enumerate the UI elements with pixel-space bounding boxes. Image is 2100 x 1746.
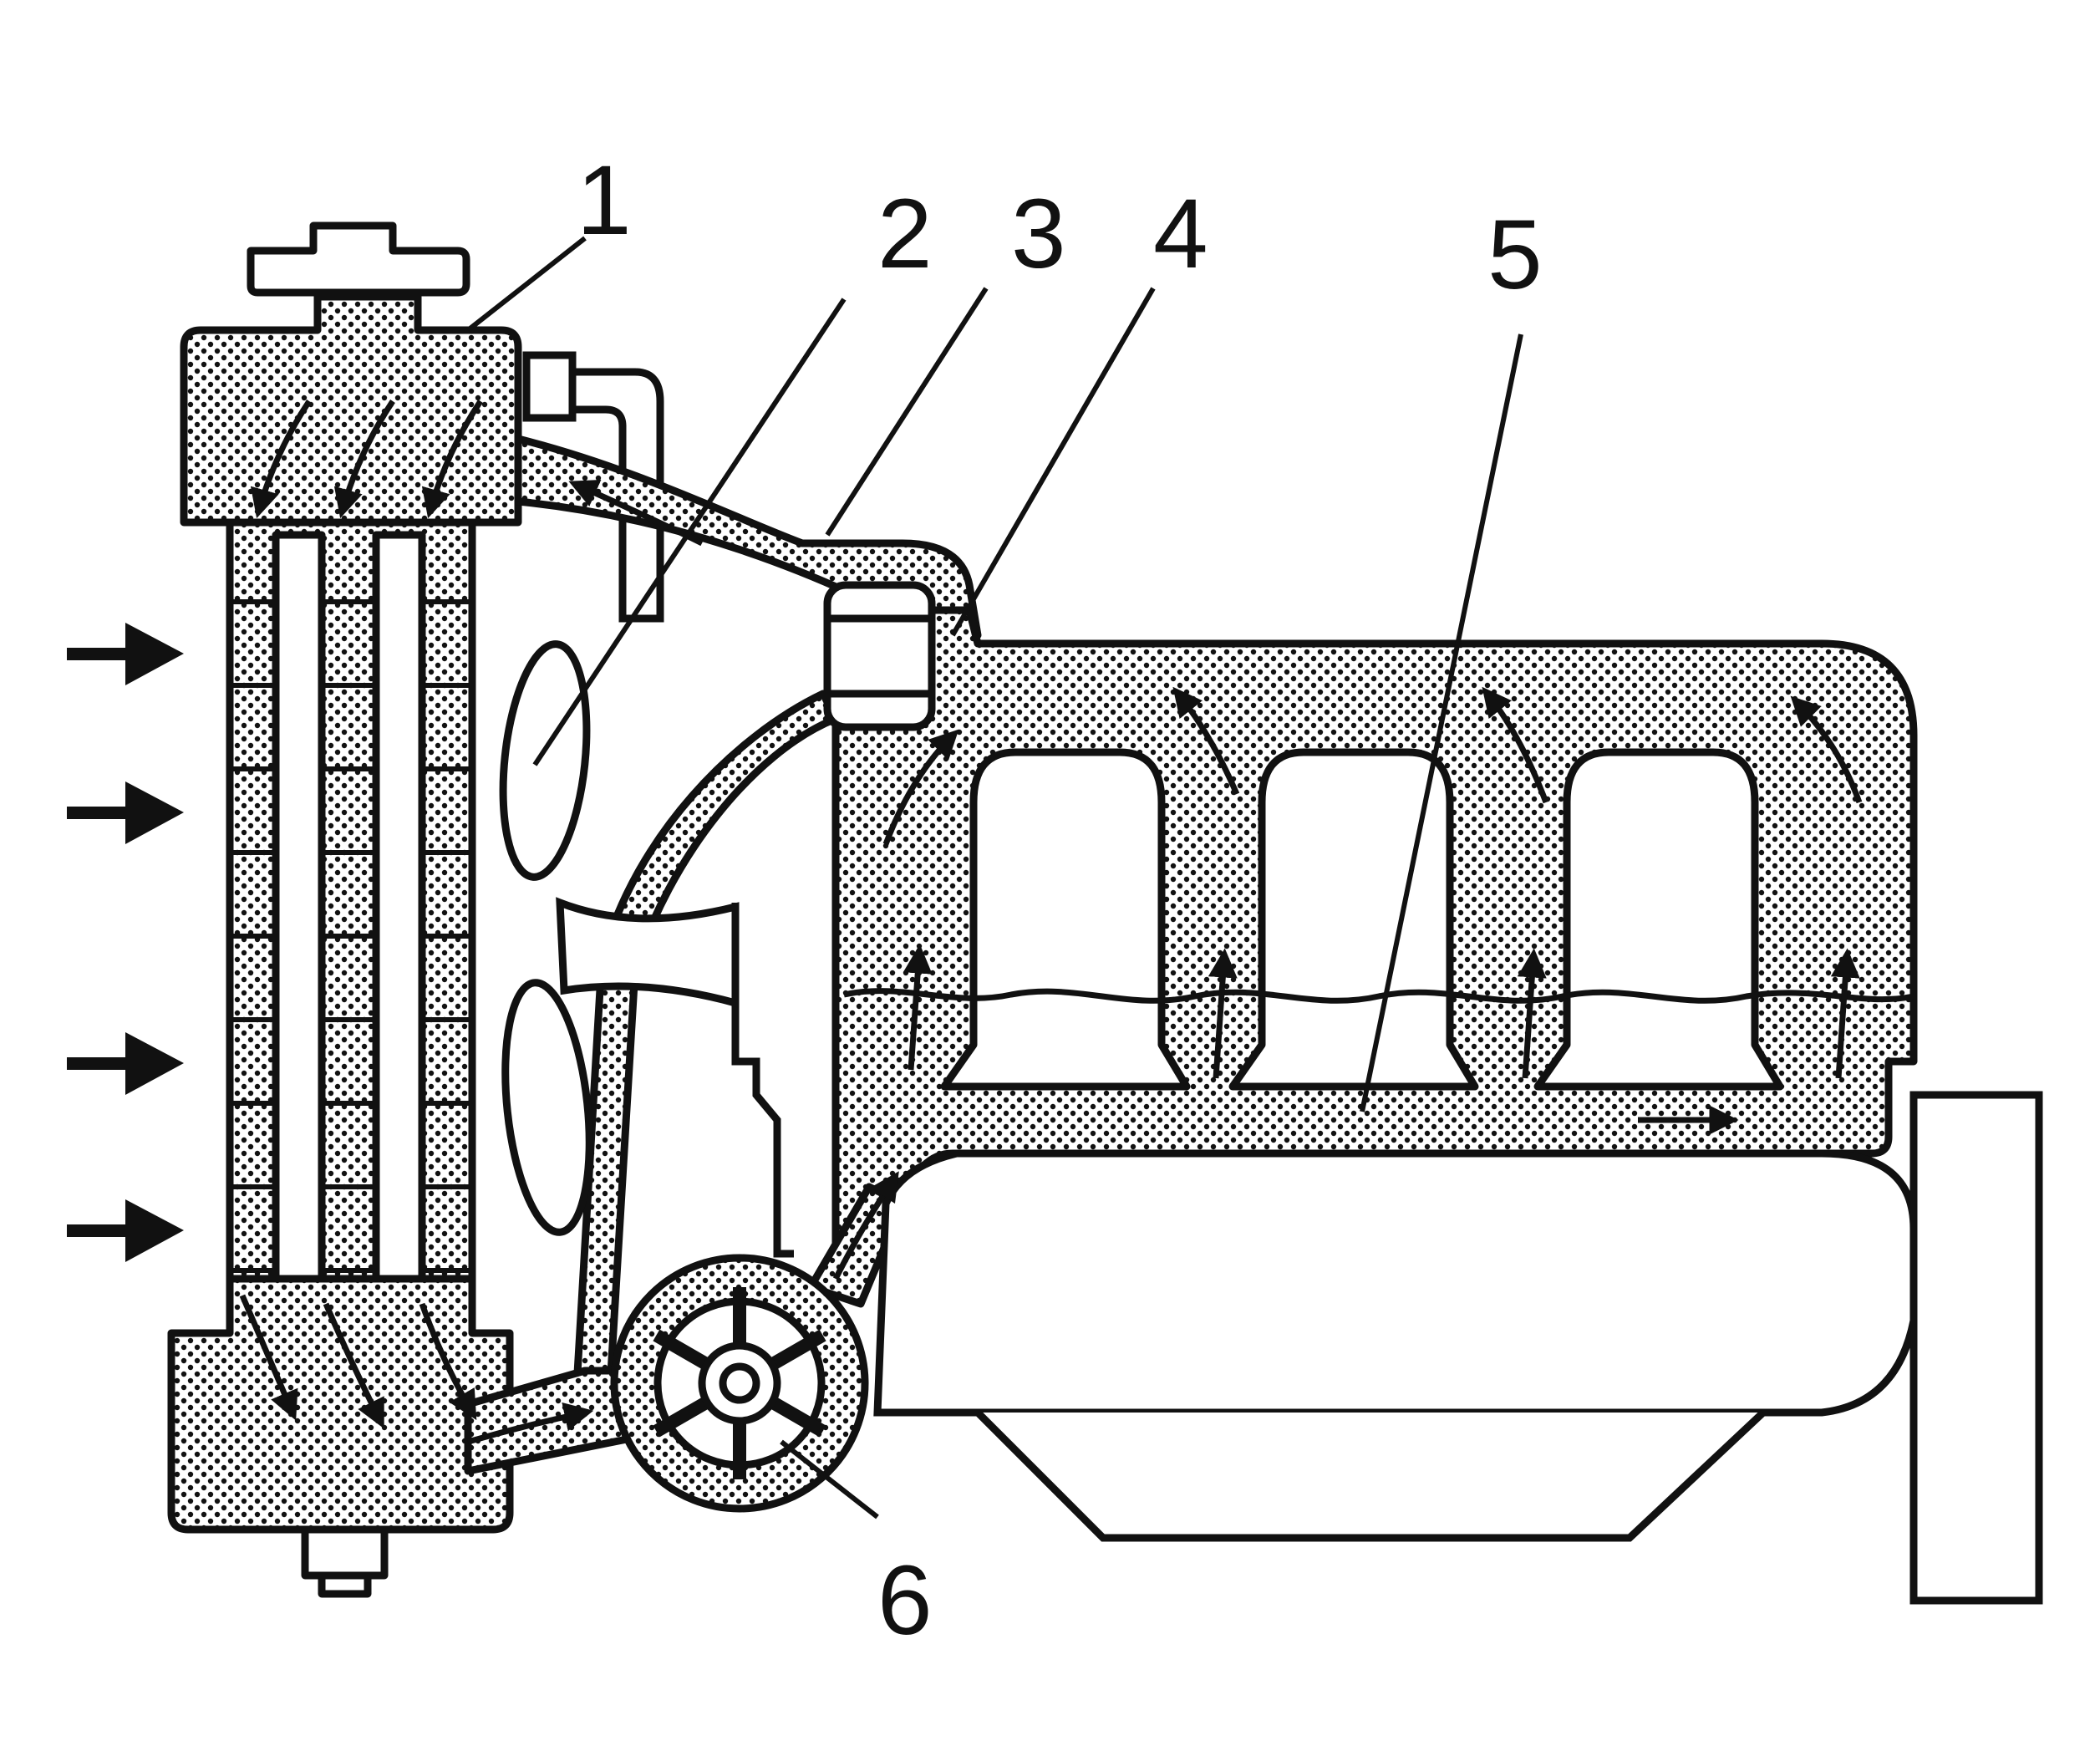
airflow-arrow-icon bbox=[67, 781, 184, 844]
water-pump bbox=[610, 1254, 869, 1513]
airflow-arrow-icon bbox=[67, 623, 184, 685]
engine-block bbox=[731, 903, 2043, 1605]
radiator-cap bbox=[247, 221, 470, 297]
coolant-level-line bbox=[843, 988, 1914, 1004]
drain-plug bbox=[301, 1525, 389, 1580]
flow-arrow-icon bbox=[250, 400, 312, 519]
leader-lines bbox=[466, 236, 1523, 1519]
flow-arrow-icon bbox=[467, 1402, 594, 1445]
overflow-pipe bbox=[522, 351, 664, 623]
flow-arrow-icon bbox=[239, 1294, 298, 1421]
flow-arrow-icon bbox=[323, 1302, 384, 1429]
airflow-arrow-icon bbox=[67, 1199, 184, 1262]
flow-arrow-icon bbox=[832, 1171, 899, 1280]
callout-6: 6 bbox=[877, 1545, 933, 1656]
coolant-flow-arrows bbox=[239, 400, 1863, 1445]
callout-4: 4 bbox=[1153, 179, 1208, 289]
crankcase bbox=[873, 1149, 1918, 1417]
fan-blade-icon bbox=[501, 979, 593, 1236]
flow-arrow-icon bbox=[1208, 948, 1238, 1079]
radiator-tube bbox=[372, 531, 426, 1341]
flow-arrow-icon bbox=[1830, 948, 1860, 1079]
fan-hub bbox=[556, 897, 740, 1008]
flow-arrow-icon bbox=[1517, 948, 1547, 1079]
flow-arrow-icon bbox=[568, 479, 704, 547]
cylinder bbox=[1533, 748, 1784, 1091]
radiator-fins bbox=[230, 599, 472, 1273]
flow-arrow-icon bbox=[333, 400, 395, 519]
callout-2: 2 bbox=[877, 179, 933, 289]
flow-arrow-icon bbox=[1790, 695, 1863, 804]
airflow-arrow-icon bbox=[67, 1032, 184, 1095]
flow-arrow-icon bbox=[882, 729, 959, 846]
radiator-bottom-tank bbox=[167, 1275, 514, 1534]
cooling-fan bbox=[499, 640, 740, 1236]
oil-pan bbox=[974, 1409, 1767, 1542]
engine-front-cover bbox=[731, 903, 794, 1258]
radiator-tube bbox=[272, 531, 326, 1341]
cylinder bbox=[1228, 748, 1479, 1091]
flow-arrow-icon bbox=[903, 944, 933, 1071]
cylinder bbox=[940, 748, 1191, 1091]
flow-arrow-icon bbox=[419, 1302, 477, 1421]
callout-3: 3 bbox=[1011, 179, 1066, 289]
callout-1: 1 bbox=[577, 145, 632, 256]
flow-arrow-icon bbox=[421, 400, 483, 519]
flow-arrow-icon bbox=[1172, 686, 1240, 796]
impeller-icon bbox=[653, 1287, 826, 1479]
radiator bbox=[167, 221, 522, 1598]
fan-blade-icon bbox=[499, 640, 591, 881]
callout-5: 5 bbox=[1487, 200, 1543, 310]
flywheel-housing bbox=[1909, 1091, 2043, 1605]
airflow-arrows bbox=[67, 623, 184, 1262]
flow-arrow-icon bbox=[1482, 686, 1549, 804]
thermostat-icon bbox=[823, 581, 936, 731]
thermostat-housing bbox=[823, 581, 936, 731]
callout-labels: 1 2 3 4 5 6 bbox=[577, 145, 1543, 1656]
coolant-passages bbox=[464, 435, 1918, 1475]
